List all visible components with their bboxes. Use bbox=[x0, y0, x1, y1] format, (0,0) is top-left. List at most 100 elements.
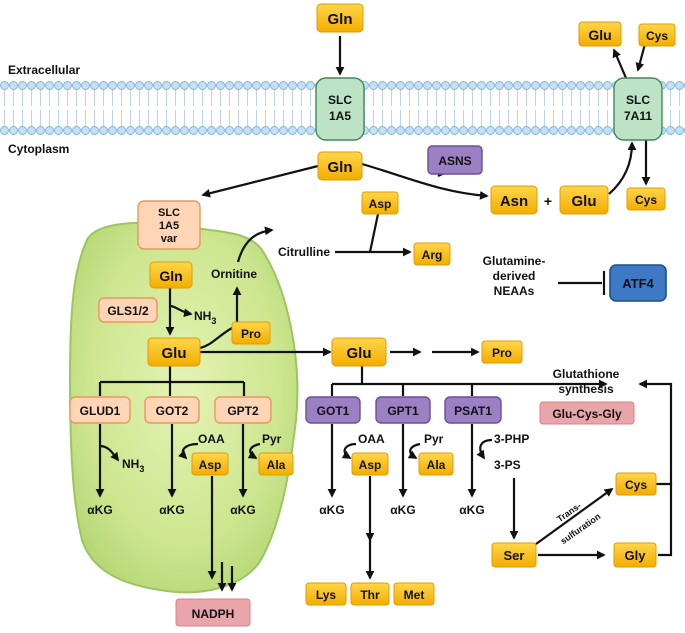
svg-text:var: var bbox=[161, 233, 178, 245]
pro-cytoplasm-node: Pro bbox=[481, 340, 523, 364]
svg-text:GPT1: GPT1 bbox=[387, 404, 419, 418]
svg-text:Glu: Glu bbox=[572, 193, 597, 210]
asp-cytoplasm-top-node: Asp bbox=[361, 191, 399, 215]
asn-node: Asn bbox=[490, 185, 538, 215]
svg-text:1A5: 1A5 bbox=[159, 220, 179, 232]
asp-cyto-node: Asp bbox=[351, 452, 389, 476]
glu-mitochondria-node: Glu bbox=[147, 337, 201, 367]
gpt1-enzyme: GPT1 bbox=[375, 396, 431, 424]
svg-text:Cys: Cys bbox=[625, 478, 647, 492]
svg-text:Cys: Cys bbox=[646, 29, 668, 43]
svg-text:Ala: Ala bbox=[267, 458, 286, 472]
glu-main-node: Glu bbox=[331, 337, 387, 367]
svg-text:Gly: Gly bbox=[625, 548, 647, 563]
citrulline-label: Citrulline bbox=[278, 245, 330, 259]
svg-text:Gln: Gln bbox=[328, 11, 353, 28]
svg-text:Glu: Glu bbox=[162, 345, 187, 362]
atf4-node: ATF4 bbox=[609, 264, 667, 302]
svg-text:ATF4: ATF4 bbox=[622, 276, 654, 291]
slc7a11-transporter: SLC 7A11 bbox=[613, 77, 663, 141]
akg-gpt2: αKG bbox=[230, 503, 255, 517]
cys-cytoplasm-node: Cys bbox=[626, 187, 666, 211]
svg-text:Asp: Asp bbox=[369, 197, 392, 211]
got1-enzyme: GOT1 bbox=[305, 396, 361, 424]
svg-text:Gln: Gln bbox=[328, 159, 353, 176]
oaa-mito-label: OAA bbox=[198, 432, 225, 446]
oaa-cyto-label: OAA bbox=[358, 432, 385, 446]
svg-text:synthesis: synthesis bbox=[558, 382, 614, 396]
svg-text:Glutathione: Glutathione bbox=[553, 367, 620, 381]
svg-text:GLUD1: GLUD1 bbox=[80, 404, 121, 418]
ala-cyto-node: Ala bbox=[418, 452, 454, 476]
gln-extracellular-node: Gln bbox=[316, 3, 364, 33]
svg-text:Ala: Ala bbox=[427, 458, 446, 472]
svg-text:Pro: Pro bbox=[492, 346, 512, 360]
svg-text:SLC: SLC bbox=[158, 207, 180, 219]
glu-extracellular-node: Glu bbox=[578, 21, 622, 47]
thr-node: Thr bbox=[350, 582, 390, 606]
akg-psat1: αKG bbox=[459, 503, 484, 517]
svg-text:Gln: Gln bbox=[159, 268, 182, 284]
glu-cytoplasm-top-node: Glu bbox=[559, 185, 609, 215]
svg-text:Thr: Thr bbox=[360, 588, 380, 602]
ala-mito-node: Ala bbox=[258, 452, 294, 476]
svg-text:Cys: Cys bbox=[635, 193, 657, 207]
akg-gpt1: αKG bbox=[390, 503, 415, 517]
svg-text:derived: derived bbox=[493, 269, 536, 283]
asns-enzyme: ASNS bbox=[427, 145, 483, 175]
slc1a5-transporter: SLC 1A5 bbox=[315, 77, 365, 141]
3php-label: 3-PHP bbox=[494, 432, 529, 446]
gln-mitochondria-node: Gln bbox=[149, 261, 193, 289]
gly-node: Gly bbox=[613, 542, 657, 568]
glutathione-synthesis-label: Glutathione synthesis bbox=[553, 367, 620, 396]
lys-node: Lys bbox=[305, 582, 347, 606]
svg-text:SLC: SLC bbox=[328, 93, 352, 107]
glud1-enzyme: GLUD1 bbox=[69, 396, 131, 424]
cytoplasm-label: Cytoplasm bbox=[8, 142, 69, 156]
svg-text:Arg: Arg bbox=[422, 248, 443, 262]
pyr-cyto-label: Pyr bbox=[424, 432, 444, 446]
svg-text:NH3: NH3 bbox=[122, 457, 144, 474]
svg-text:GPT2: GPT2 bbox=[227, 404, 259, 418]
svg-text:1A5: 1A5 bbox=[329, 109, 351, 123]
nh3-mito-label: NH3 bbox=[194, 309, 216, 326]
akg-glud1: αKG bbox=[87, 503, 112, 517]
svg-text:Glu: Glu bbox=[588, 27, 611, 43]
svg-text:Lys: Lys bbox=[316, 588, 337, 602]
svg-text:GOT2: GOT2 bbox=[156, 404, 189, 418]
3ps-label: 3-PS bbox=[494, 458, 521, 472]
akg-got2: αKG bbox=[159, 503, 184, 517]
svg-text:Glu: Glu bbox=[347, 345, 372, 362]
svg-text:7A11: 7A11 bbox=[624, 109, 652, 123]
cys-extracellular-node: Cys bbox=[638, 23, 676, 47]
nadph-node: NADPH bbox=[175, 598, 251, 627]
svg-text:PSAT1: PSAT1 bbox=[454, 404, 492, 418]
got2-enzyme: GOT2 bbox=[144, 396, 200, 424]
plus-sign: + bbox=[544, 193, 552, 209]
pro-mitochondria-node: Pro bbox=[231, 321, 271, 345]
gpt2-enzyme: GPT2 bbox=[214, 396, 272, 424]
ornitine-label: Ornitine bbox=[211, 267, 257, 281]
cys-right-node: Cys bbox=[615, 472, 657, 496]
svg-text:Asn: Asn bbox=[500, 193, 528, 210]
glu-cys-gly-node: Glu-Cys-Gly bbox=[539, 401, 635, 425]
svg-text:NADPH: NADPH bbox=[192, 607, 235, 621]
met-node: Met bbox=[393, 582, 435, 606]
asp-mito-node: Asp bbox=[191, 452, 229, 476]
ser-node: Ser bbox=[491, 542, 537, 568]
slc1a5-var-transporter: SLC 1A5 var bbox=[137, 200, 201, 250]
svg-text:NEAAs: NEAAs bbox=[494, 284, 535, 298]
psat1-enzyme: PSAT1 bbox=[444, 396, 502, 424]
extracellular-label: Extracellular bbox=[8, 63, 80, 77]
svg-text:Pro: Pro bbox=[241, 327, 261, 341]
akg-got1: αKG bbox=[319, 503, 344, 517]
glutamine-derived-neaas-label: Glutamine- derived NEAAs bbox=[483, 254, 546, 298]
svg-text:SLC: SLC bbox=[626, 93, 650, 107]
svg-text:GOT1: GOT1 bbox=[317, 404, 350, 418]
svg-text:Met: Met bbox=[404, 588, 425, 602]
svg-text:Asp: Asp bbox=[199, 458, 222, 472]
svg-text:Glutamine-: Glutamine- bbox=[483, 254, 546, 268]
svg-text:Asp: Asp bbox=[359, 458, 382, 472]
svg-text:ASNS: ASNS bbox=[438, 154, 471, 168]
